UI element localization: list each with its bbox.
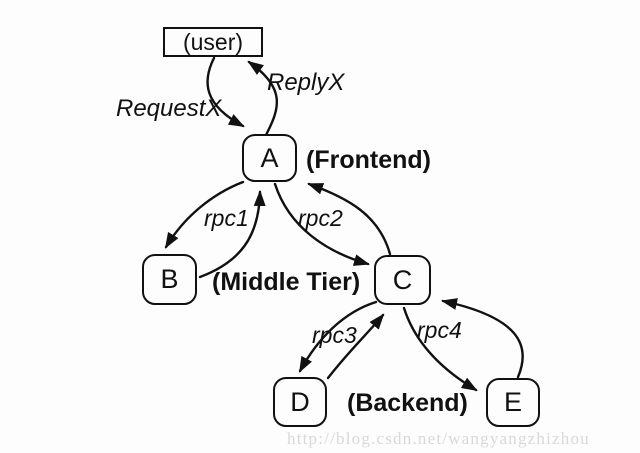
edge-a-to-user	[247, 60, 278, 137]
edge-user-to-a	[206, 56, 245, 128]
edge-c-to-d	[298, 300, 378, 373]
edge-label-rpc1: rpc1	[204, 205, 249, 231]
node-d: D	[273, 377, 327, 427]
edge-d-to-c	[326, 313, 385, 380]
node-user-label: (user)	[182, 28, 244, 55]
tier-label-middle: (Middle Tier)	[212, 268, 361, 296]
node-user: (user)	[163, 27, 263, 57]
edge-b-to-a	[198, 190, 266, 279]
edge-a-to-b	[164, 180, 245, 249]
edge-label-rpc3: rpc3	[312, 322, 357, 348]
edge-label-rpc4: rpc4	[417, 317, 462, 343]
tier-label-frontend: (Frontend)	[306, 146, 431, 174]
node-c: C	[374, 255, 431, 305]
node-c-label: C	[392, 264, 413, 295]
node-d-label: D	[290, 386, 310, 417]
node-e: E	[486, 378, 540, 427]
node-e-label: E	[503, 387, 522, 417]
edge-a-to-c	[273, 182, 370, 266]
edge-label-requestx: RequestX	[116, 95, 222, 122]
edge-e-to-c	[441, 298, 524, 379]
edge-label-rpc2: rpc2	[298, 205, 343, 231]
watermark-url: http://blog.csdn.net/wangyangzhizhou	[287, 429, 590, 448]
node-a-label: A	[260, 142, 279, 173]
edge-label-replyx: ReplyX	[267, 69, 345, 96]
node-a: A	[242, 134, 297, 182]
edge-c-to-a	[307, 182, 392, 256]
edge-c-to-e	[402, 306, 478, 392]
node-b: B	[142, 254, 197, 305]
node-b-label: B	[160, 264, 179, 294]
tier-label-backend: (Backend)	[347, 389, 468, 417]
